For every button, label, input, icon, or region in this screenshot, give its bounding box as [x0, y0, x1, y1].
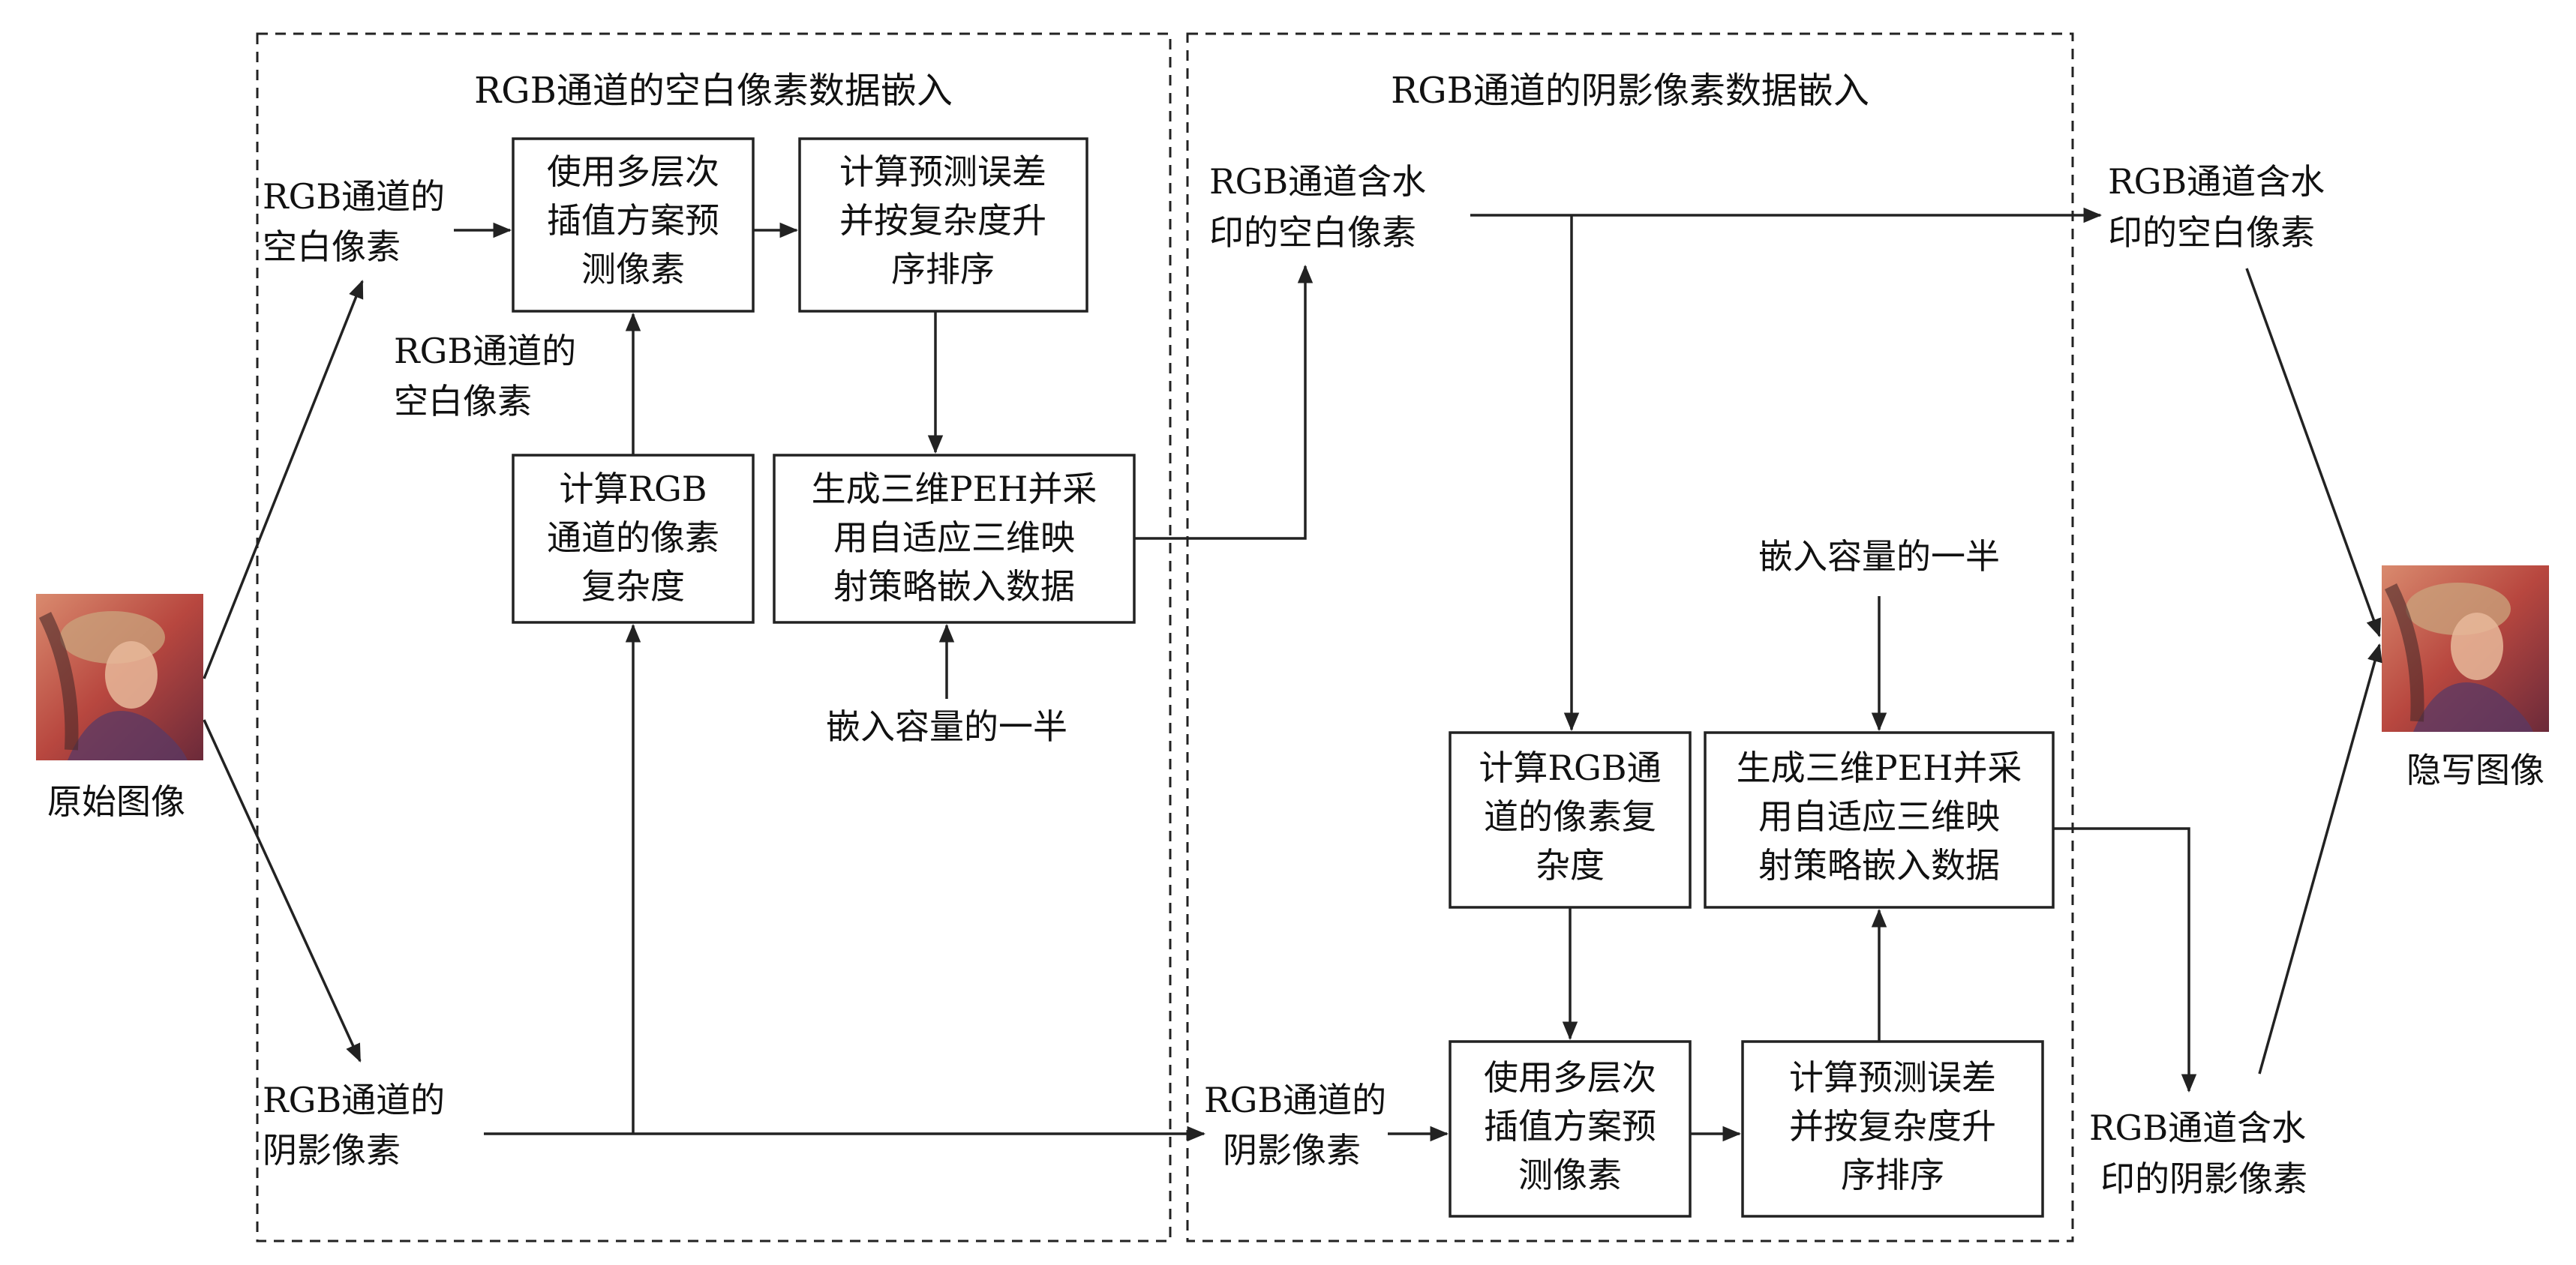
right-group-box [1186, 32, 2074, 1243]
arrow-original-to-blank [203, 280, 364, 679]
arrow-right-embed-to-watermarked-shadow [2053, 827, 2197, 1093]
original-image-caption: 原始图像 [47, 781, 185, 822]
svg-text:计算RGB通: 计算RGB通 [1479, 748, 1661, 788]
svg-text:序排序: 序排序 [1841, 1155, 1944, 1195]
svg-text:计算预测误差: 计算预测误差 [1789, 1057, 1996, 1098]
left-blank-pixels-side-label: RGB通道的 空白像素 [394, 331, 576, 421]
right-watermarked-blank-label: RGB通道含水 印的空白像素 [1209, 161, 1426, 253]
output-watermarked-blank-label: RGB通道含水 印的空白像素 [2108, 161, 2325, 253]
arrow-watermarked-blank-to-stego [2245, 268, 2381, 637]
svg-text:使用多层次: 使用多层次 [547, 151, 719, 192]
svg-text:并按复杂度升: 并按复杂度升 [839, 200, 1046, 241]
arrow-original-to-shadow [203, 719, 362, 1063]
svg-text:生成三维PEH并采: 生成三维PEH并采 [1737, 748, 2022, 788]
svg-text:插值方案预: 插值方案预 [547, 200, 719, 241]
left-prediction-error-box: 计算预测误差 并按复杂度升 序排序 [798, 137, 1088, 313]
svg-text:印的空白像素: 印的空白像素 [1209, 212, 1416, 253]
svg-text:并按复杂度升: 并按复杂度升 [1789, 1106, 1996, 1147]
svg-text:生成三维PEH并采: 生成三维PEH并采 [812, 469, 1097, 509]
svg-text:使用多层次: 使用多层次 [1484, 1057, 1656, 1098]
svg-text:杂度: 杂度 [1536, 845, 1605, 886]
svg-text:复杂度: 复杂度 [581, 566, 685, 607]
right-interpolation-box: 使用多层次 插值方案预 测像素 [1449, 1040, 1692, 1218]
original-image [36, 594, 203, 760]
left-half-capacity-label: 嵌入容量的一半 [826, 706, 1067, 747]
svg-text:印的阴影像素: 印的阴影像素 [2100, 1159, 2307, 1199]
right-half-capacity-label: 嵌入容量的一半 [1758, 536, 2000, 577]
arrow-left-embed-to-watermarked-blank [1134, 264, 1314, 540]
left-embed-box: 生成三维PEH并采 用自适应三维映 射策略嵌入数据 [773, 454, 1136, 624]
svg-text:道的像素复: 道的像素复 [1484, 796, 1656, 837]
svg-text:RGB通道的: RGB通道的 [394, 331, 576, 371]
svg-text:RGB通道含水: RGB通道含水 [1209, 161, 1426, 202]
svg-text:印的空白像素: 印的空白像素 [2108, 212, 2315, 253]
svg-text:序排序: 序排序 [891, 249, 995, 289]
svg-text:RGB通道含水: RGB通道含水 [2108, 161, 2325, 202]
right-prediction-error-box: 计算预测误差 并按复杂度升 序排序 [1741, 1040, 2044, 1218]
output-watermarked-shadow-label: RGB通道含水 印的阴影像素 [2089, 1108, 2307, 1199]
stego-image-caption: 隐写图像 [2406, 750, 2544, 790]
right-shadow-pixels-label: RGB通道的 阴影像素 [1204, 1080, 1386, 1171]
svg-text:测像素: 测像素 [1518, 1155, 1622, 1195]
svg-text:空白像素: 空白像素 [263, 226, 401, 267]
right-complexity-box: 计算RGB通 道的像素复 杂度 [1449, 731, 1692, 909]
svg-text:RGB通道的: RGB通道的 [263, 176, 445, 217]
svg-text:测像素: 测像素 [581, 249, 685, 289]
svg-text:计算RGB: 计算RGB [559, 469, 707, 509]
svg-text:RGB通道的: RGB通道的 [263, 1080, 445, 1120]
svg-text:计算预测误差: 计算预测误差 [839, 151, 1046, 192]
svg-text:射策略嵌入数据: 射策略嵌入数据 [1758, 845, 2000, 886]
svg-text:通道的像素: 通道的像素 [547, 517, 719, 558]
svg-text:阴影像素: 阴影像素 [1223, 1130, 1361, 1171]
left-group-box [256, 32, 1172, 1243]
svg-text:RGB通道的: RGB通道的 [1204, 1080, 1386, 1120]
svg-text:阴影像素: 阴影像素 [263, 1130, 401, 1171]
left-blank-pixels-label: RGB通道的 空白像素 [263, 176, 445, 267]
right-group-title: RGB通道的阴影像素数据嵌入 [1391, 70, 1869, 112]
left-complexity-box: 计算RGB 通道的像素 复杂度 [512, 454, 755, 624]
left-group-title: RGB通道的空白像素数据嵌入 [474, 70, 953, 112]
svg-text:用自适应三维映: 用自适应三维映 [833, 517, 1075, 558]
arrow-watermarked-shadow-to-stego [2258, 643, 2382, 1075]
right-embed-box: 生成三维PEH并采 用自适应三维映 射策略嵌入数据 [1704, 731, 2055, 909]
svg-text:插值方案预: 插值方案预 [1484, 1106, 1656, 1147]
stego-image [2382, 565, 2549, 732]
svg-text:用自适应三维映: 用自适应三维映 [1758, 796, 2000, 837]
svg-text:RGB通道含水: RGB通道含水 [2089, 1108, 2306, 1148]
svg-text:射策略嵌入数据: 射策略嵌入数据 [833, 566, 1075, 607]
svg-text:空白像素: 空白像素 [394, 381, 532, 421]
left-shadow-pixels-label: RGB通道的 阴影像素 [263, 1080, 445, 1171]
left-interpolation-box: 使用多层次 插值方案预 测像素 [512, 137, 755, 313]
